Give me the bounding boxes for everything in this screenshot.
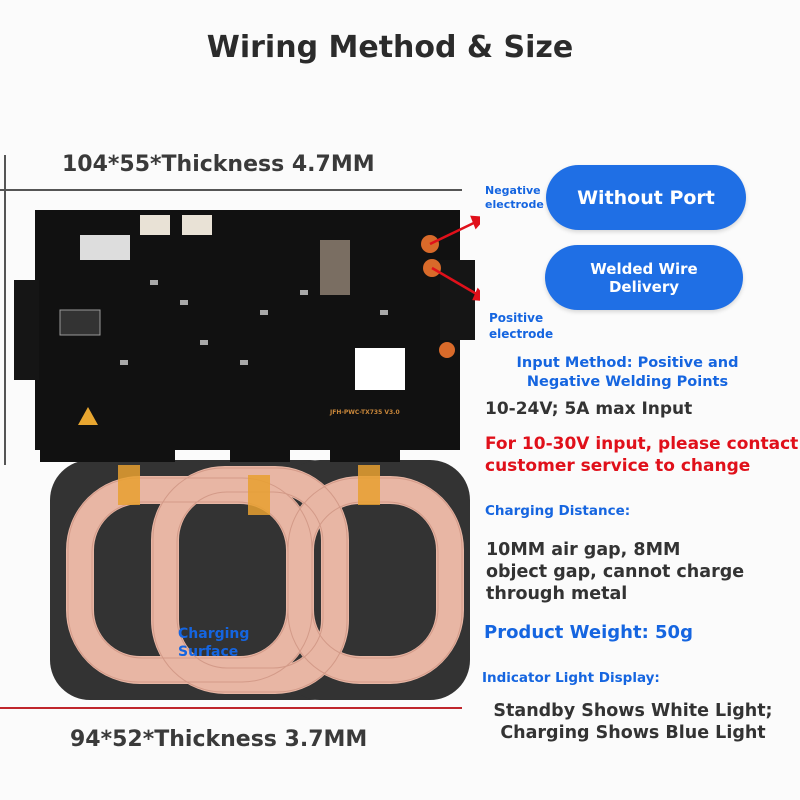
product-illustration: JFH-PWC-TX735 V3.0 xyxy=(14,210,480,700)
board-dimension: 104*55*Thickness 4.7MM xyxy=(62,152,375,177)
pcb-board: JFH-PWC-TX735 V3.0 xyxy=(14,210,475,462)
dimension-line-bottom xyxy=(0,707,462,709)
without-port-button[interactable]: Without Port xyxy=(546,165,746,230)
indicator-title: Indicator Light Display: xyxy=(482,670,660,686)
coil-dimension: 94*52*Thickness 3.7MM xyxy=(70,727,368,752)
dimension-line-top xyxy=(0,189,462,191)
dimension-line-vertical xyxy=(4,155,6,465)
charging-distance-title: Charging Distance: xyxy=(485,503,631,519)
indicator-description: Standby Shows White Light;Charging Shows… xyxy=(493,701,773,743)
board-marking: JFH-PWC-TX735 V3.0 xyxy=(329,409,400,416)
input-voltage: 10-24V; 5A max Input xyxy=(485,399,693,419)
page-title: Wiring Method & Size xyxy=(206,30,574,65)
coil-assembly xyxy=(50,460,470,700)
product-weight: Product Weight: 50g xyxy=(484,622,693,643)
electrode-arrows xyxy=(429,215,480,301)
